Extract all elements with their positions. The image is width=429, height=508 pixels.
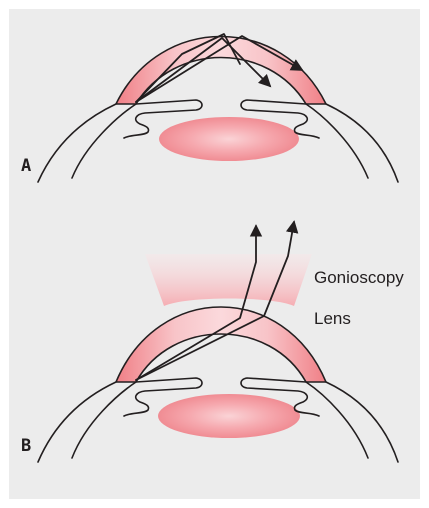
panel-label-b: B bbox=[21, 436, 31, 456]
panel-label-a: A bbox=[21, 156, 31, 176]
gonioscopy-lens bbox=[145, 254, 312, 306]
crystalline-lens-a bbox=[159, 117, 299, 161]
gonioscopy-label-line1: Gonioscopy bbox=[314, 268, 404, 287]
crystalline-lens-b bbox=[158, 394, 300, 438]
gonioscopy-label-line2: Lens bbox=[314, 309, 351, 328]
